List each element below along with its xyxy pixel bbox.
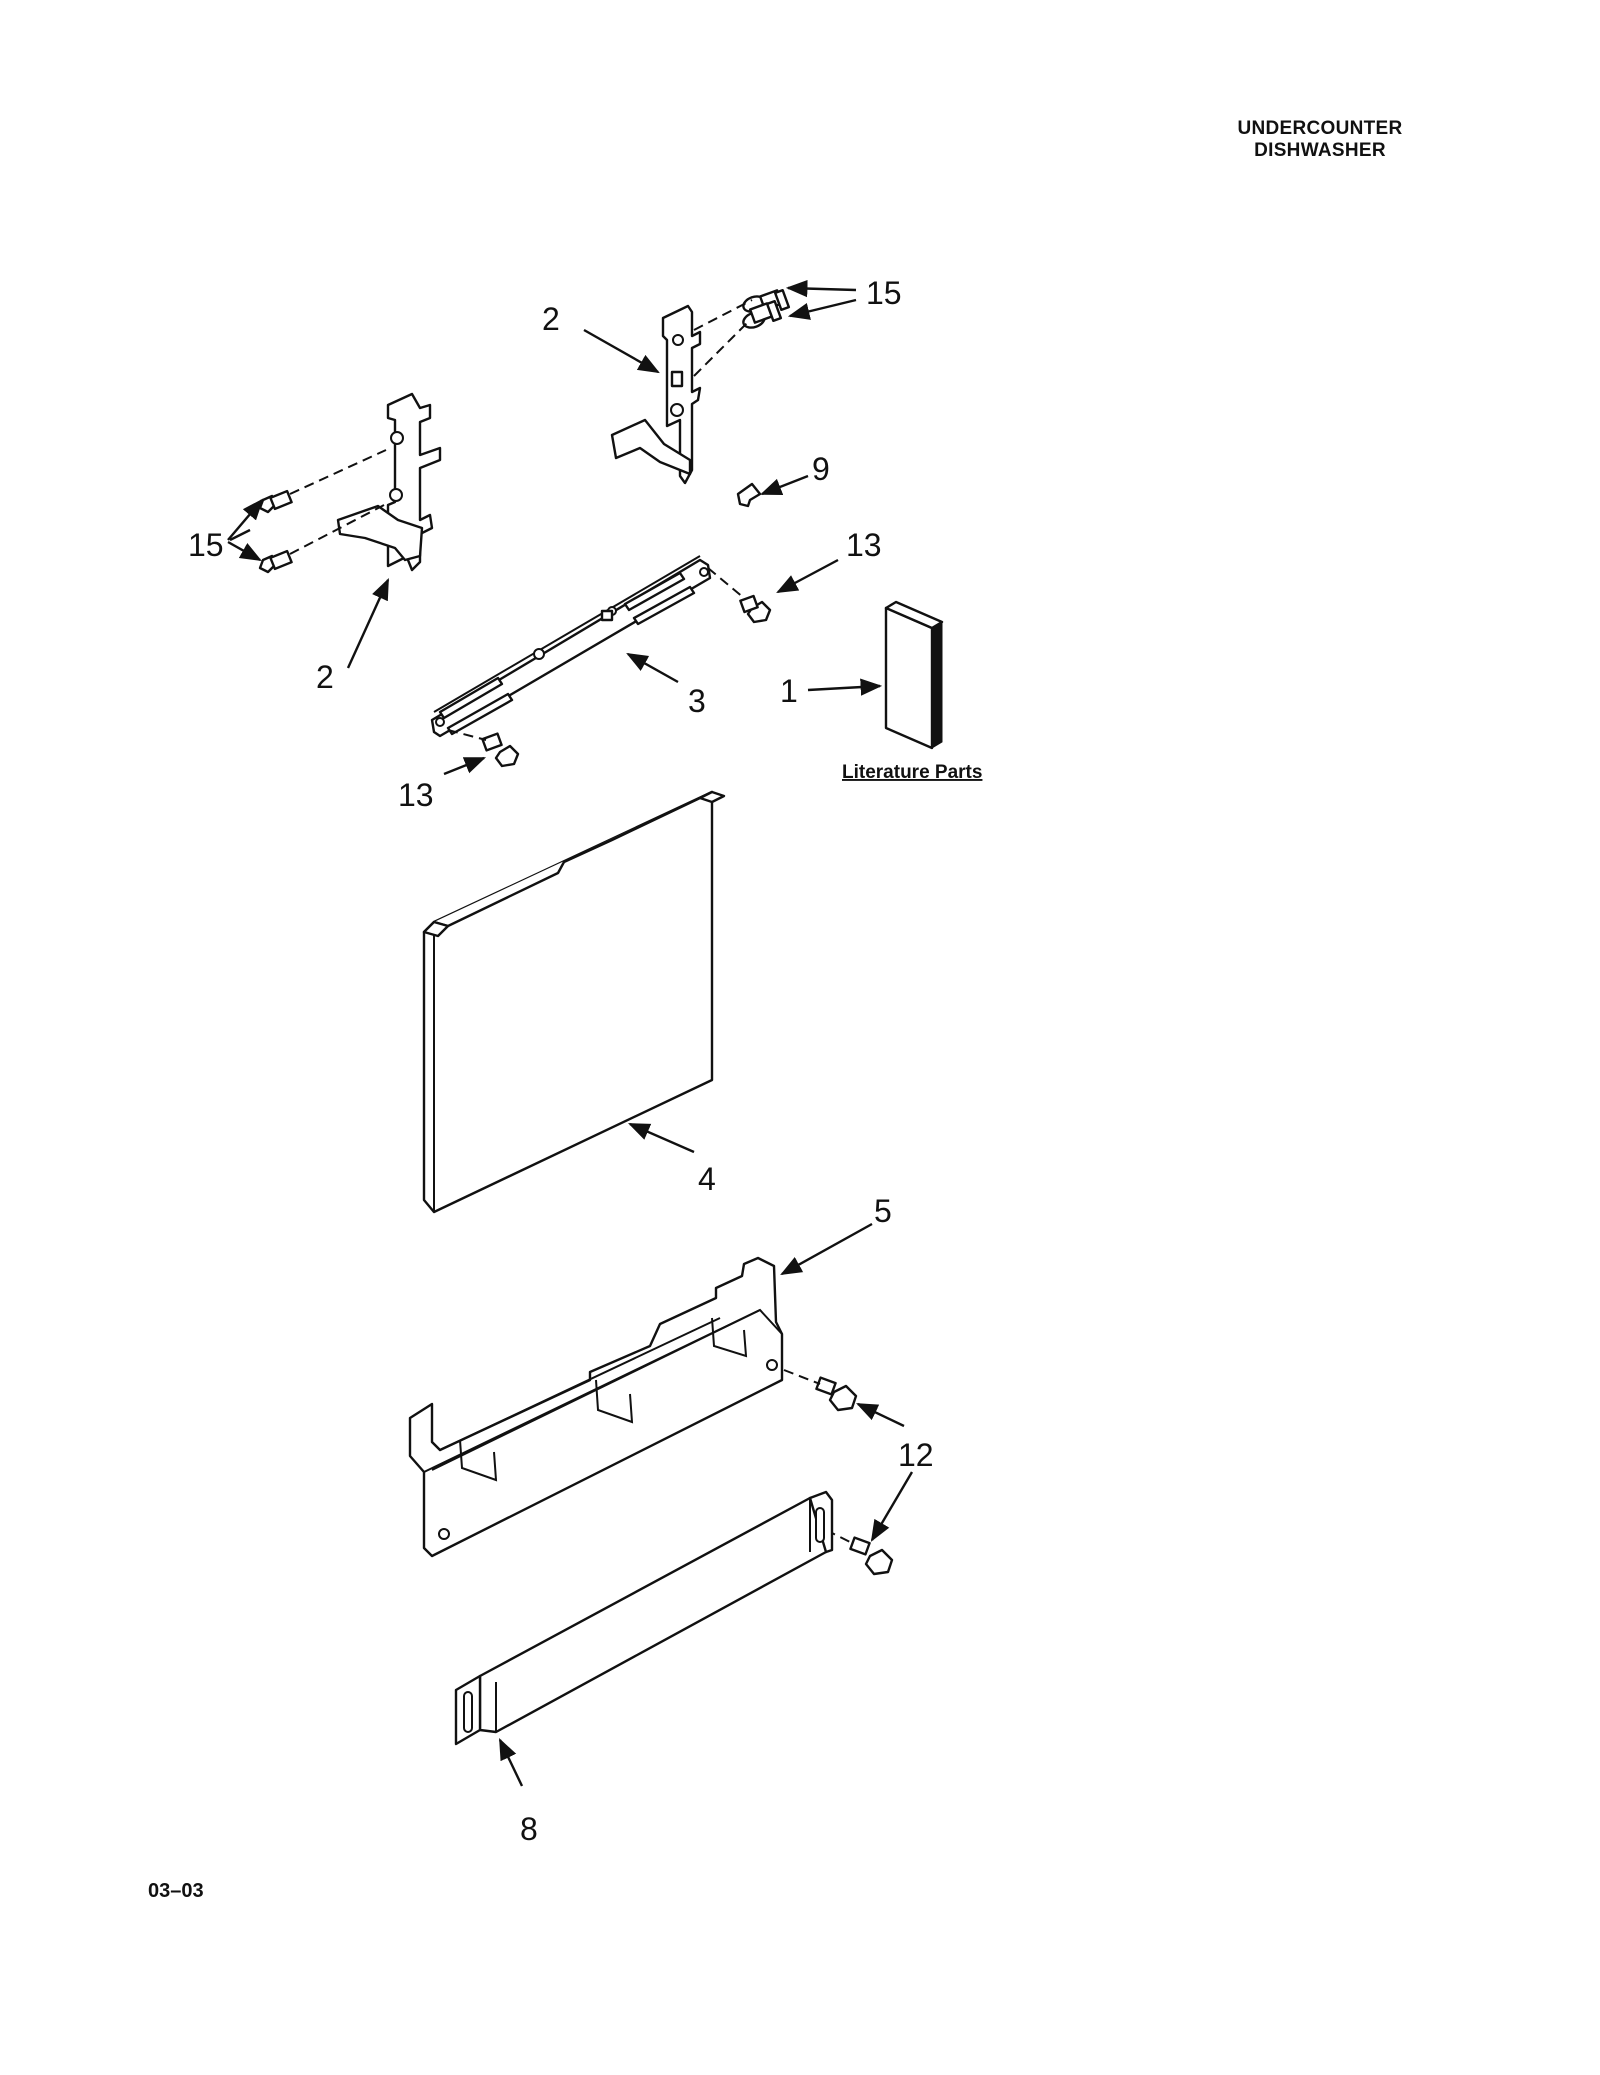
callout-9: 9 xyxy=(812,451,830,487)
screw-13-left xyxy=(481,732,520,768)
screw-12-lower xyxy=(849,1536,894,1576)
callout-13-right: 13 xyxy=(846,527,882,563)
lower-bracket-5 xyxy=(408,1256,784,1558)
callout-1: 1 xyxy=(780,673,798,709)
title-line-1: UNDERCOUNTER xyxy=(1237,118,1403,139)
literature-booklet-1 xyxy=(884,600,944,750)
callout-13-left: 13 xyxy=(398,777,434,813)
title-line-2: DISHWASHER xyxy=(1254,140,1386,161)
callout-3: 3 xyxy=(688,683,706,719)
screw-15-left-b xyxy=(258,549,293,574)
callout-2-upper: 2 xyxy=(542,301,560,337)
callout-5: 5 xyxy=(874,1193,892,1229)
leader-lines xyxy=(227,279,914,1787)
clip-9 xyxy=(736,482,762,508)
callout-15-left: 15 xyxy=(188,527,224,563)
callout-4: 4 xyxy=(698,1161,716,1197)
door-panel-4 xyxy=(422,790,726,1214)
callout-8: 8 xyxy=(520,1811,538,1847)
screw-15-left-a xyxy=(258,489,293,514)
page-code: 03–03 xyxy=(148,1880,204,1902)
callout-2-left: 2 xyxy=(316,659,334,695)
literature-parts-label: Literature Parts xyxy=(842,762,982,783)
diagram-title: UNDERCOUNTER DISHWASHER xyxy=(1180,118,1460,162)
callout-12: 12 xyxy=(898,1437,934,1473)
toe-kick-panel-8 xyxy=(454,1490,834,1746)
screw-15-upper-a xyxy=(742,288,791,313)
hinge-bracket-upper-right xyxy=(610,304,702,485)
hinge-bracket-left xyxy=(336,392,442,572)
mounting-rail-3 xyxy=(430,555,712,738)
callout-15-upper: 15 xyxy=(866,275,902,311)
screw-15-upper-b xyxy=(742,299,783,329)
screw-13-right xyxy=(739,594,772,624)
screw-12-upper xyxy=(815,1376,858,1412)
